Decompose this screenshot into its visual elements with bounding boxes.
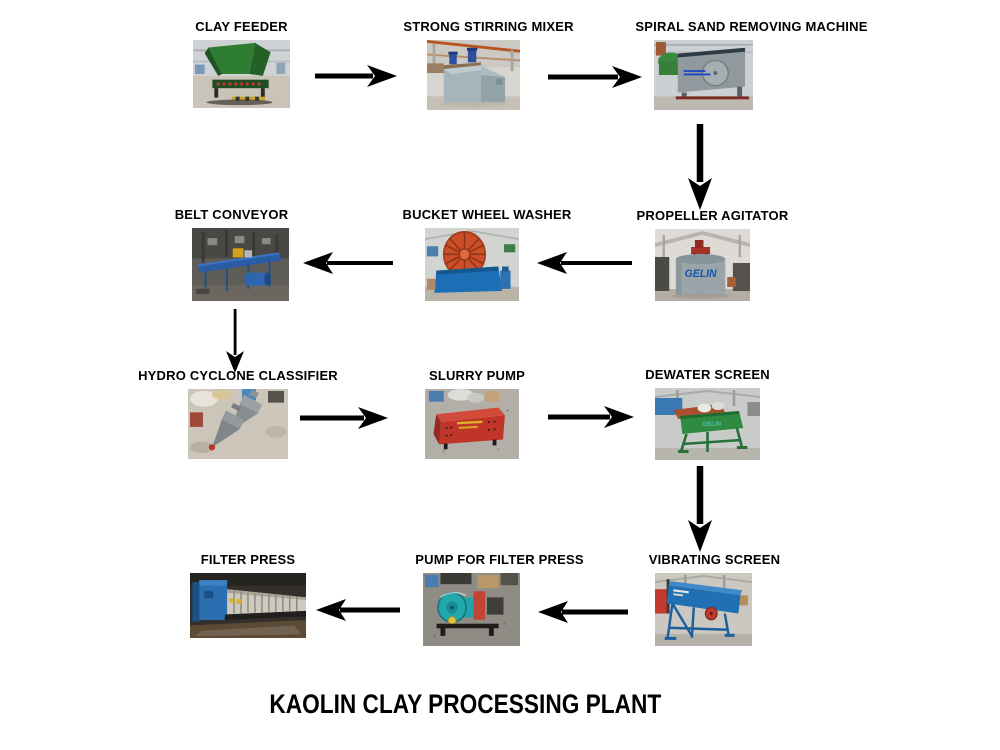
node-label: STRONG STIRRING MIXER (403, 19, 574, 34)
node-label: BUCKET WHEEL WASHER (402, 207, 572, 222)
arrow-dewater-screen-to-vibrating-screen (688, 466, 712, 552)
arrow-bucket-wheel-to-belt-conveyor (303, 252, 393, 274)
node-clay-feeder: CLAY FEEDER (193, 19, 290, 108)
spiral-sand-removing-machine-photo (654, 40, 753, 110)
clay-feeder-photo (193, 40, 290, 108)
vibrating-screen-photo (655, 573, 752, 646)
node-label: DEWATER SCREEN (645, 367, 770, 382)
pump-for-filter-press-photo (423, 573, 520, 646)
node-label: HYDRO CYCLONE CLASSIFIER (138, 368, 338, 383)
node-propeller-agitator: PROPELLER AGITATOR GELIN (637, 208, 788, 301)
node-label: PROPELLER AGITATOR (636, 208, 789, 223)
node-label: FILTER PRESS (200, 552, 296, 567)
node-label: VIBRATING SCREEN (648, 552, 781, 567)
bucket-wheel-washer-photo (425, 228, 519, 301)
diagram-title: KAOLIN CLAY PROCESSING PLANT (150, 689, 780, 720)
gelin-watermark: GELIN (702, 421, 722, 428)
node-label: SPIRAL SAND REMOVING MACHINE (635, 19, 868, 34)
node-label: PUMP FOR FILTER PRESS (415, 552, 584, 567)
gelin-watermark: GELIN (685, 268, 717, 280)
arrow-hydro-cyclone-to-slurry-pump (300, 407, 388, 429)
node-filter-press: FILTER PRESS (190, 552, 306, 638)
diagram-title-text: KAOLIN CLAY PROCESSING PLANT (269, 689, 661, 719)
node-bucket-wheel-washer: BUCKET WHEEL WASHER (403, 207, 571, 301)
node-belt-conveyor: BELT CONVEYOR (175, 207, 289, 301)
node-label: CLAY FEEDER (195, 19, 288, 34)
node-dewater-screen: DEWATER SCREEN GELIN (645, 367, 770, 460)
arrow-vibrating-screen-to-pump (538, 601, 628, 623)
slurry-pump-photo (425, 389, 519, 459)
arrow-agitator-to-bucket-wheel (537, 252, 632, 274)
node-spiral-sand-removing-machine: SPIRAL SAND REMOVING MACHINE (635, 19, 867, 110)
arrow-mixer-to-spiral-sand (548, 66, 642, 88)
node-strong-stirring-mixer: STRONG STIRRING MIXER (403, 19, 573, 110)
strong-stirring-mixer-photo (427, 40, 520, 110)
arrow-belt-conveyor-to-hydro-cyclone (226, 309, 244, 373)
hydro-cyclone-classifier-photo (188, 389, 288, 459)
node-label: SLURRY PUMP (428, 368, 526, 383)
dewater-screen-photo: GELIN (655, 388, 760, 460)
arrow-clay-feeder-to-mixer (315, 65, 397, 87)
node-hydro-cyclone-classifier: HYDRO CYCLONE CLASSIFIER (138, 368, 338, 459)
arrow-spiral-sand-to-agitator (688, 124, 712, 210)
arrow-pump-to-filter-press (316, 599, 400, 621)
arrow-slurry-pump-to-dewater-screen (548, 406, 634, 428)
propeller-agitator-photo: GELIN (655, 229, 750, 301)
belt-conveyor-photo (192, 228, 289, 301)
filter-press-photo (190, 573, 306, 638)
node-label: BELT CONVEYOR (174, 207, 289, 222)
node-vibrating-screen: VIBRATING SCREEN (649, 552, 780, 646)
node-pump-for-filter-press: PUMP FOR FILTER PRESS (415, 552, 584, 646)
node-slurry-pump: SLURRY PUMP (425, 368, 525, 459)
